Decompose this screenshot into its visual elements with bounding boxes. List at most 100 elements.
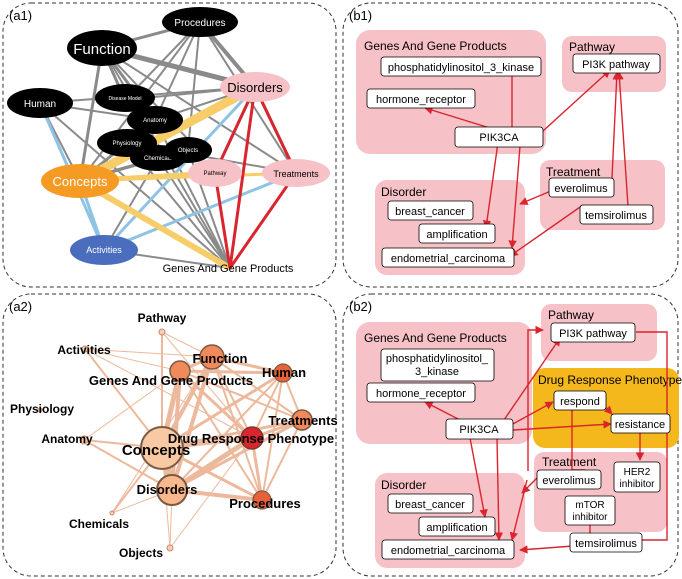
b1-label-amplification: amplification [426,229,487,241]
a2-node-objects [166,544,174,552]
b1-label-hormone-receptor: hormone_receptor [376,94,466,106]
a2-node-function [199,344,225,370]
b1-label-everolimus: everolimus [554,183,608,195]
a1-node-objects [164,137,212,163]
b2-label-amplification: amplification [426,522,487,534]
b2-node-breast-cancer [387,493,474,514]
b1-nodes: phosphatidylinositol_3_kinase hormone_re… [366,53,661,268]
a1-node-anatomy [127,106,183,134]
a2-node-treatments [291,409,313,431]
a1-node-activities [70,235,138,265]
a2-label-procedures: Procedures [229,496,301,511]
a1-label-procedures: Procedures [174,18,225,29]
panel-label-b2: (b2) [349,299,372,314]
panel-label-a2: (a2) [9,299,32,314]
b1-edges [424,65,629,257]
a2-label-pathway: Pathway [138,311,187,325]
b1-group-genes-label: Genes And Gene Products [364,39,507,53]
b1-group-treatment-label: Treatment [546,165,601,179]
b2-node-temsirolimus [569,532,643,553]
b2-label-hormone-receptor: hormone_receptor [376,388,466,400]
b2-label-her2-2: inhibitor [619,479,655,490]
a1-label-concepts: Concepts [53,174,108,189]
b2-label-pi3k-pathway: PI3K pathway [559,328,627,340]
b2-label-mtor-1: mTOR [575,500,604,511]
a1-node-pathway [188,159,242,187]
b1-label-endometrial: endometrial_carcinoma [391,253,506,265]
a1-node-disease-model [95,84,155,112]
b1-label-pi3k-kinase: phosphatidylinositol_3_kinase [388,62,534,74]
a2-label-activities: Activities [57,343,111,357]
a2-label-genes: Genes And Gene Products [89,373,253,388]
b2-label-pi3k-kinase-2: 3_kinase [415,366,459,378]
a1-label-pathway: Pathway [203,171,226,177]
a1-label-objects: Objects [178,148,198,154]
a1-node-disorders [220,72,290,102]
a2-label-human: Human [262,365,306,380]
a2-node-drug-response [240,426,264,450]
b2-group-pathway-label: Pathway [548,308,594,322]
b2-label-pik3ca: PIK3CA [459,424,499,436]
b2-label-respond: respond [560,396,600,408]
a2-label-chemicals: Chemicals [69,517,129,531]
b2-label-pi3k-kinase-1: phosphatidylinositol_ [386,353,489,365]
a2-node-physiology [37,407,43,413]
a2-label-function: Function [193,351,248,366]
b1-node-breast-cancer [387,200,474,221]
a2-node-genes [169,360,191,382]
a2-node-procedures [252,490,272,510]
a2-label-concepts: Concepts [122,442,190,459]
panel-b1-frame [342,2,679,288]
b1-node-amplification [418,223,496,244]
b1-group-disorder-label: Disorder [381,185,426,199]
a1-label-chemicals: Chemicals [144,156,172,162]
b2-label-endometrial: endometrial_carcinoma [391,545,506,557]
b1-node-hormone-receptor [366,88,476,109]
b2-node-hormone-receptor [366,382,476,403]
b1-label-pi3k-pathway: PI3K pathway [582,59,650,71]
b2-node-resistance [610,413,671,434]
a1-label-human: Human [24,99,56,110]
b1-node-everolimus [548,177,615,198]
a2-label-treatments: Treatments [268,413,337,428]
a1-node-function [67,30,137,66]
b1-label-temsirolimus: temsirolimus [585,210,647,222]
a1-node-treatments [262,159,330,187]
a1-label-anatomy: Anatomy [143,118,167,124]
b1-node-pi3k-pathway [572,53,661,74]
a1-nodes: Procedures Function Human Disease Model … [7,7,330,275]
b2-group-treatment-label: Treatment [542,455,597,469]
b2-label-mtor-2: inhibitor [572,512,608,523]
a1-node-human [7,88,73,118]
a2-label-drug-response: Drug Response Phenotype [168,431,334,446]
a2-node-concepts [140,426,184,470]
b2-group-disorder-label: Disorder [381,478,426,492]
a1-label-function: Function [73,41,131,58]
panel-label-b1: (b1) [349,8,372,23]
b2-node-mtor [564,495,616,526]
a1-label-treatments: Treatments [273,169,319,179]
a2-node-chemicals [109,510,115,516]
a2-nodes: Pathway Activities Function Genes And Ge… [10,311,338,560]
b2-groups: Genes And Gene Products Pathway Treatmen… [356,304,682,568]
b1-node-pi3k-kinase [380,56,542,77]
b2-label-resistance: resistance [615,419,665,431]
b2-node-her2 [613,461,661,493]
b1-label-breast-cancer: breast_cancer [395,206,465,218]
b2-node-amplification [418,516,496,537]
b1-node-temsirolimus [579,204,654,225]
a1-label-disease-model: Disease Model [108,96,141,102]
a2-label-disorders: Disorders [137,482,198,497]
b2-group-genes-label: Genes And Gene Products [364,331,507,345]
a2-node-activities [81,345,89,353]
a2-label-objects: Objects [119,546,163,560]
a2-label-anatomy: Anatomy [41,432,93,446]
panel-a2-frame [2,293,337,577]
b1-label-pik3ca: PIK3CA [479,132,519,144]
a1-label-genes: Genes And Gene Products [163,263,294,275]
panel-label-a1: (a1) [9,8,32,23]
b1-node-pik3ca [454,126,544,148]
a1-node-concepts [41,164,119,198]
b2-nodes: phosphatidylinositol_ 3_kinase hormone_r… [366,322,671,560]
